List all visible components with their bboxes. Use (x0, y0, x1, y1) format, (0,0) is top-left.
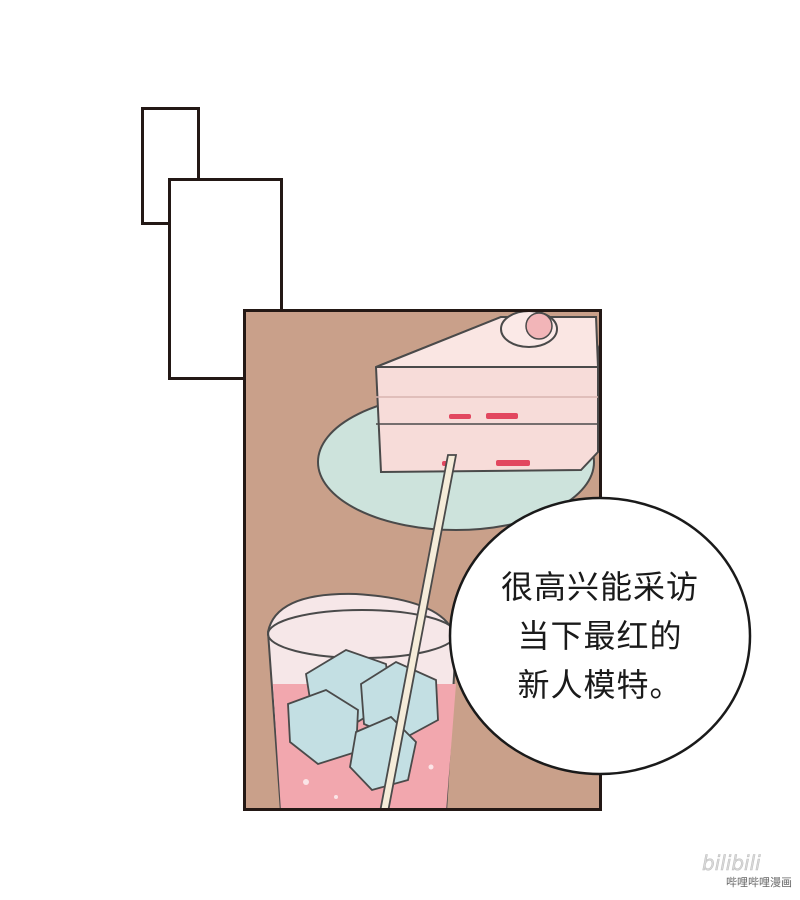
cake-illustration (374, 312, 599, 474)
watermark-logo-text: bilibili (702, 851, 761, 875)
speech-line-3: 新人模特。 (517, 665, 683, 704)
speech-text: 很高兴能采访 当下最红的 新人模特。 (447, 495, 753, 777)
speech-line-2: 当下最红的 (517, 616, 683, 655)
blank-panel-medium (168, 178, 283, 380)
watermark: bilibili 哔哩哔哩漫画 (700, 846, 792, 890)
drink-illustration (266, 592, 458, 808)
watermark-text: 哔哩哔哩漫画 (726, 876, 792, 889)
speech-bubble: 很高兴能采访 当下最红的 新人模特。 (447, 495, 753, 777)
straw-icon (379, 454, 458, 808)
cafe-table-illustration (266, 312, 599, 808)
speech-bubble-shape (448, 496, 752, 776)
speech-line-1: 很高兴能采访 (500, 567, 699, 606)
bilibili-logo-icon: bilibili (702, 851, 762, 876)
